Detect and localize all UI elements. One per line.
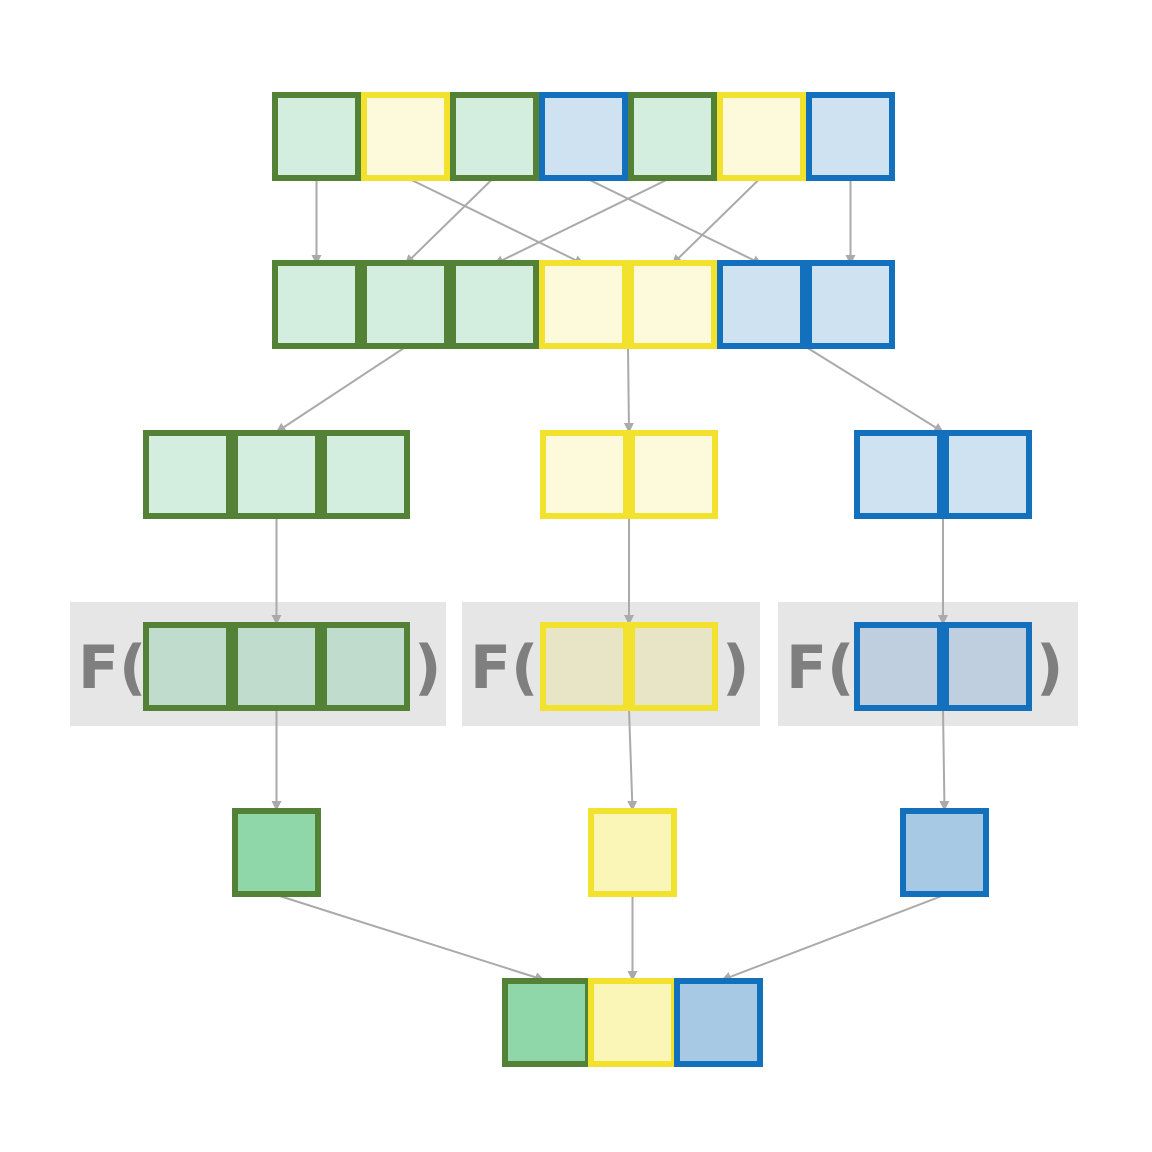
mapped-cell-blue [943, 622, 1032, 711]
output-cell-yellow [588, 978, 677, 1067]
shuffle-arrow [583, 176, 763, 265]
boxes [143, 92, 1032, 1067]
result-cell-blue [900, 808, 989, 897]
split-arrow-green [275, 346, 407, 433]
mapped-cell-green [232, 622, 321, 711]
mapped-cell-yellow [629, 622, 718, 711]
sorted-cell-blue [806, 260, 895, 349]
shuffle-arrow [404, 176, 496, 265]
sorted-cell-blue [717, 260, 806, 349]
output-cell-green [502, 978, 591, 1067]
combine-arrow-blue [721, 894, 945, 982]
function-close-label: ) [722, 633, 749, 703]
function-labels: F() F() F() [78, 633, 1063, 703]
input-cell-blue [806, 92, 895, 181]
split-arrow-blue [805, 346, 944, 433]
function-close-label: ) [414, 633, 441, 703]
reduce-arrow-blue [939, 708, 950, 811]
function-open-label: F( [786, 633, 854, 703]
input-cell-green [450, 92, 539, 181]
shuffle-arrow [671, 176, 763, 265]
sorted-cell-green [272, 260, 361, 349]
group-cell-green [321, 430, 410, 519]
input-cell-yellow [361, 92, 450, 181]
input-cell-green [628, 92, 717, 181]
function-open-label: F( [470, 633, 538, 703]
function-close-label: ) [1036, 633, 1063, 703]
output-cell-blue [674, 978, 763, 1067]
group-cell-blue [854, 430, 943, 519]
group-cell-yellow [540, 430, 629, 519]
split-arrow-yellow [623, 346, 634, 433]
arrows [271, 176, 950, 983]
mapped-cell-green [321, 622, 410, 711]
reduce-arrow-yellow [627, 708, 638, 811]
combine-arrow-green [276, 894, 545, 983]
group-cell-green [143, 430, 232, 519]
input-cell-yellow [717, 92, 806, 181]
group-cell-yellow [629, 430, 718, 519]
input-cell-green [272, 92, 361, 181]
shuffle-arrow [493, 176, 673, 265]
group-cell-green [232, 430, 321, 519]
result-cell-green [232, 808, 321, 897]
shuffle-arrow [405, 176, 585, 265]
mapped-cell-green [143, 622, 232, 711]
mapped-cell-yellow [540, 622, 629, 711]
sorted-cell-green [361, 260, 450, 349]
group-cell-blue [943, 430, 1032, 519]
sorted-cell-green [450, 260, 539, 349]
sorted-cell-yellow [628, 260, 717, 349]
sorted-cell-yellow [539, 260, 628, 349]
input-cell-blue [539, 92, 628, 181]
function-open-label: F( [78, 633, 146, 703]
mapped-cell-blue [854, 622, 943, 711]
result-cell-yellow [588, 808, 677, 897]
